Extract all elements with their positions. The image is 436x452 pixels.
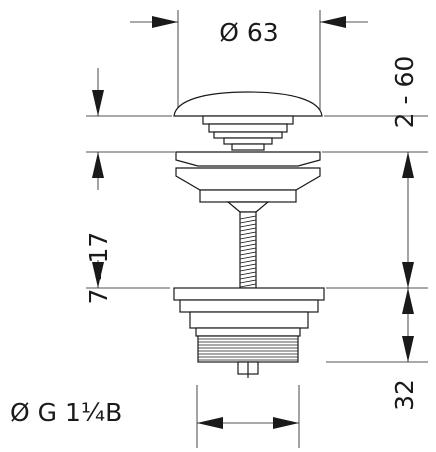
thread-length-label: 32 xyxy=(390,379,419,411)
cap-top-dimension xyxy=(92,68,104,116)
height-range-dimension: 7 - 17 xyxy=(84,152,113,304)
spindle-thread-line xyxy=(239,251,257,256)
spindle-thread-line xyxy=(239,279,257,284)
spindle-thread-line xyxy=(239,267,257,272)
spindle-thread-line xyxy=(239,255,257,260)
drain-cap xyxy=(173,91,323,151)
right-dimensions: 2 - 60 32 xyxy=(390,56,419,411)
spindle-thread-line xyxy=(239,263,257,268)
spindle-thread-line xyxy=(239,227,257,232)
extension-lines xyxy=(86,115,428,448)
spindle-thread-line xyxy=(239,275,257,280)
spindle-thread-line xyxy=(239,231,257,236)
spindle-thread-line xyxy=(239,215,257,220)
spindle xyxy=(239,211,257,289)
cap-travel-label: 2 - 60 xyxy=(390,56,419,129)
spindle-thread-line xyxy=(239,247,257,252)
cap-diameter-dimension: Ø 63 xyxy=(130,10,368,112)
valve-body xyxy=(175,151,321,213)
spindle-thread-line xyxy=(239,239,257,244)
drain-body xyxy=(173,287,325,378)
spindle-thread-line xyxy=(239,271,257,276)
thread-spec-label: Ø G 1¼B xyxy=(10,398,122,427)
cap-diameter-label: Ø 63 xyxy=(219,18,278,47)
spindle-thread-line xyxy=(239,259,257,264)
spindle-thread-line xyxy=(239,223,257,228)
spindle-thread-line xyxy=(239,283,257,288)
spindle-thread-line xyxy=(239,235,257,240)
spindle-thread-line xyxy=(239,219,257,224)
height-range-label: 7 - 17 xyxy=(84,232,113,305)
thread-dimension: Ø G 1¼B xyxy=(10,398,299,429)
spindle-thread-line xyxy=(239,243,257,248)
